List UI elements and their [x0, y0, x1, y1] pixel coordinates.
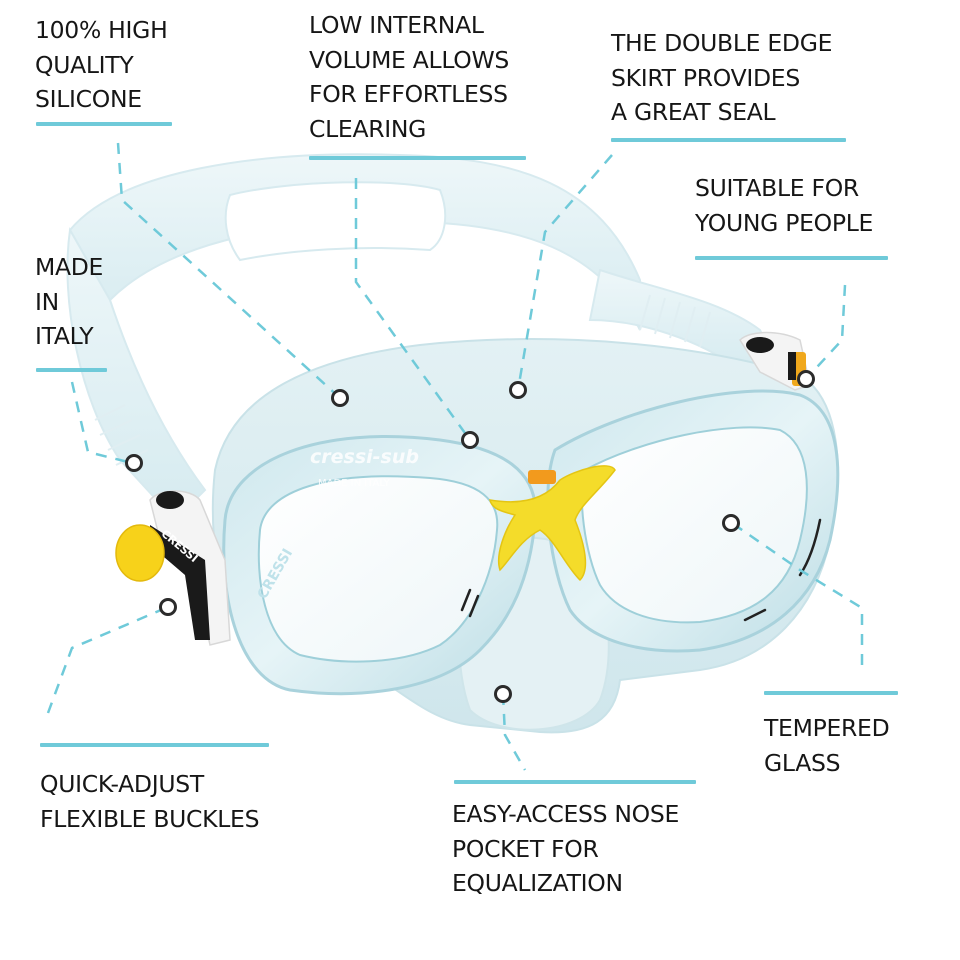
callout-text: VOLUME ALLOWS	[309, 45, 510, 74]
callout-text: MADE	[35, 253, 104, 281]
callout-text: THE DOUBLE EDGE	[611, 29, 833, 57]
marker-tempered-glass	[722, 514, 740, 532]
callout-underline	[695, 256, 888, 260]
leader-nose-pocket	[501, 693, 527, 771]
marker-young-people	[797, 370, 815, 388]
callout-text: TEMPERED	[764, 714, 890, 742]
callout-young-people: SUITABLE FOR YOUNG PEOPLE	[695, 171, 873, 240]
bridge-orange-insert	[528, 470, 556, 484]
callout-text: CLEARING	[309, 114, 427, 143]
callout-tempered-glass: TEMPERED GLASS	[764, 711, 890, 780]
callout-underline	[36, 368, 107, 372]
callout-text: 100% HIGH	[35, 16, 168, 44]
callout-underline	[40, 743, 269, 747]
head-strap	[66, 153, 782, 522]
callout-text: EASY-ACCESS NOSE	[452, 800, 680, 828]
right-lens	[580, 426, 808, 624]
callout-markers	[125, 370, 815, 703]
callout-text: A GREAT SEAL	[611, 98, 776, 126]
callout-text: SILICONE	[35, 85, 142, 113]
marker-nose-pocket	[494, 685, 512, 703]
marker-buckles	[159, 598, 177, 616]
leader-tempered-glass	[731, 521, 864, 665]
callout-text: SUITABLE FOR	[695, 174, 859, 202]
marker-silicone	[331, 389, 349, 407]
left-lens	[257, 475, 499, 663]
callout-silicone: 100% HIGH QUALITY SILICONE	[35, 13, 168, 117]
callout-low-volume: LOW INTERNAL VOLUME ALLOWS FOR EFFORTLES…	[309, 8, 509, 146]
callout-text: GLASS	[764, 748, 841, 777]
marker-double-edge-skirt	[509, 381, 527, 399]
callout-text: LOW INTERNAL	[309, 11, 484, 39]
left-buckle: CRESSI	[115, 490, 231, 646]
callout-text: FOR EFFORTLESS	[309, 80, 508, 108]
callout-text: SKIRT PROVIDES	[611, 63, 800, 92]
callout-text: QUICK-ADJUST	[40, 770, 204, 798]
callout-underline	[454, 780, 696, 784]
leader-double-edge-skirt	[516, 154, 613, 391]
svg-text:MADE IN ITALY: MADE IN ITALY	[318, 478, 391, 489]
buckle-yellow-button	[115, 524, 165, 582]
callout-text: YOUNG PEOPLE	[695, 208, 874, 237]
callout-text: POCKET FOR	[452, 834, 599, 863]
callout-text: ITALY	[35, 322, 94, 350]
leader-buckles	[46, 605, 169, 714]
leader-low-volume	[354, 178, 472, 441]
leader-made-in-italy	[70, 381, 133, 465]
callout-underline	[764, 691, 898, 695]
nose-bridge-yellow	[489, 465, 616, 582]
leader-young-people	[805, 284, 847, 380]
callout-text: IN	[35, 287, 59, 316]
mask-frame	[222, 389, 840, 696]
leader-lines	[46, 142, 864, 771]
callout-nose-pocket: EASY-ACCESS NOSE POCKET FOR EQUALIZATION	[452, 797, 679, 901]
callout-underline	[611, 138, 846, 142]
callout-text: QUALITY	[35, 50, 134, 79]
callout-made-in-italy: MADE IN ITALY	[35, 250, 103, 354]
callout-underline	[36, 122, 172, 126]
callout-text: FLEXIBLE BUCKLES	[40, 804, 260, 833]
callout-buckles: QUICK-ADJUST FLEXIBLE BUCKLES	[40, 767, 260, 836]
callout-double-edge-skirt: THE DOUBLE EDGE SKIRT PROVIDES A GREAT S…	[611, 26, 832, 130]
callout-underline	[309, 156, 526, 160]
marker-low-volume	[461, 431, 479, 449]
marker-made-in-italy	[125, 454, 143, 472]
svg-text:cressi-sub: cressi-sub	[310, 446, 419, 468]
callout-text: EQUALIZATION	[452, 869, 623, 897]
